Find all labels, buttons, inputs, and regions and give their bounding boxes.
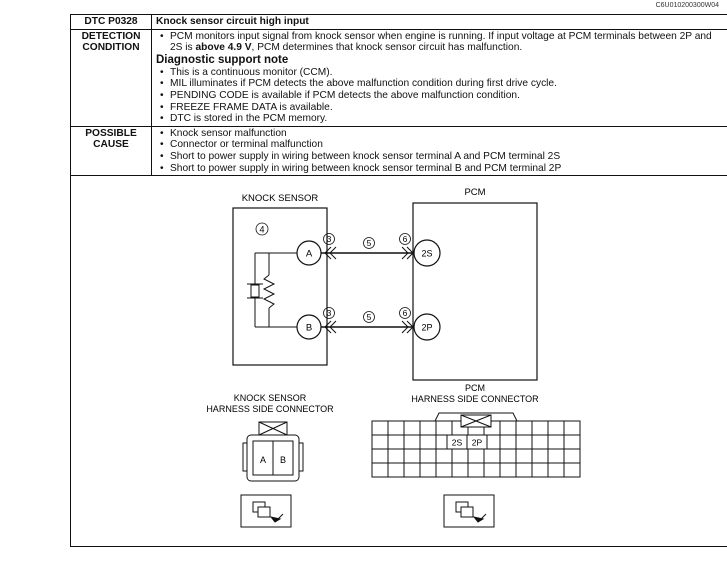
sensor-internal-circuit: [247, 252, 297, 328]
diagram-cell: KNOCK SENSOR 4: [70, 175, 727, 548]
pcm-box: [412, 202, 538, 381]
detection-bullet: PCM monitors input signal from knock sen…: [160, 30, 725, 54]
cause-item: Connector or terminal malfunction: [160, 139, 725, 151]
diagram-row: KNOCK SENSOR 4: [70, 175, 727, 548]
detection-text-2: , PCM determines that knock sensor circu…: [251, 42, 523, 54]
ks-connector-pin-b: B: [280, 455, 286, 465]
dtc-table: DTC P0328 Knock sensor circuit high inpu…: [70, 14, 727, 548]
callout-6-upper: 6: [399, 233, 411, 246]
detection-label: DETECTION CONDITION: [70, 28, 152, 127]
svg-text:3: 3: [327, 234, 332, 244]
detection-list: PCM monitors input signal from knock sen…: [156, 31, 725, 54]
dtc-code: DTC P0328: [70, 14, 152, 30]
support-note-item: FREEZE FRAME DATA is available.: [160, 102, 725, 114]
support-note-item: MIL illuminates if PCM detects the above…: [160, 78, 725, 90]
cause-item: Short to power supply in wiring between …: [160, 163, 725, 175]
support-note-list: This is a continuous monitor (CCM). MIL …: [156, 67, 725, 125]
view-direction-icon: [443, 494, 495, 528]
knock-sensor-label: KNOCK SENSOR: [242, 193, 319, 204]
pcm-connector-label-2: HARNESS SIDE CONNECTOR: [411, 394, 539, 404]
detection-content: PCM monitors input signal from knock sen…: [151, 28, 727, 127]
callout-5-upper: 5: [363, 237, 375, 250]
svg-text:6: 6: [403, 234, 408, 244]
support-note-item: PENDING CODE is available if PCM detects…: [160, 90, 725, 102]
callout-3-upper: 3: [323, 233, 335, 246]
wire-a-to-2s: [321, 246, 414, 260]
svg-text:2P: 2P: [421, 323, 432, 333]
svg-text:5: 5: [367, 312, 372, 322]
pcm-label: PCM: [464, 187, 485, 198]
dtc-header-row: DTC P0328 Knock sensor circuit high inpu…: [70, 14, 727, 30]
pcm-terminal-2p: 2P: [413, 313, 441, 341]
cause-item: Short to power supply in wiring between …: [160, 151, 725, 163]
svg-text:A: A: [306, 249, 313, 260]
knock-sensor-box: [232, 207, 328, 366]
sensor-terminal-a: A: [296, 240, 322, 266]
ks-connector: [242, 421, 304, 482]
cause-label-line2: CAUSE: [93, 139, 129, 151]
ks-connector-label-2: HARNESS SIDE CONNECTOR: [206, 404, 334, 414]
pcm-connector-pin-2s: 2S: [452, 438, 463, 448]
ks-connector-pin-a: A: [260, 455, 266, 465]
callout-4: 4: [255, 222, 269, 236]
svg-text:3: 3: [327, 308, 332, 318]
wiring-diagram: KNOCK SENSOR 4: [206, 187, 581, 528]
sensor-terminal-b: B: [296, 314, 322, 340]
pcm-connector: [371, 412, 581, 478]
callout-5-lower: 5: [363, 311, 375, 324]
support-note-item: This is a continuous monitor (CCM).: [160, 67, 725, 79]
cause-label: POSSIBLE CAUSE: [70, 125, 152, 177]
callout-6-lower: 6: [399, 307, 411, 320]
support-note-title: Diagnostic support note: [156, 53, 289, 66]
detection-text-1: PCM monitors input signal from knock sen…: [170, 30, 712, 54]
cause-item: Knock sensor malfunction: [160, 128, 725, 140]
view-direction-icon: [240, 494, 292, 528]
ks-connector-label-1: KNOCK SENSOR: [234, 393, 307, 403]
svg-text:5: 5: [367, 238, 372, 248]
pcm-terminal-2s: 2S: [413, 239, 441, 267]
svg-text:6: 6: [403, 308, 408, 318]
wire-b-to-2p: [321, 320, 414, 334]
svg-text:4: 4: [259, 225, 264, 235]
svg-text:2S: 2S: [421, 249, 432, 259]
support-note-item: DTC is stored in the PCM memory.: [160, 113, 725, 125]
dtc-title: Knock sensor circuit high input: [151, 14, 727, 30]
detection-row: DETECTION CONDITION PCM monitors input s…: [70, 28, 727, 127]
cause-label-line1: POSSIBLE: [85, 127, 137, 139]
detection-label-line1: DETECTION: [81, 30, 141, 42]
pcm-connector-pin-2p: 2P: [472, 438, 483, 448]
detection-label-line2: CONDITION: [82, 42, 140, 54]
detection-threshold: above 4.9 V: [195, 42, 252, 54]
svg-text:B: B: [306, 323, 312, 334]
callout-3-lower: 3: [323, 307, 335, 320]
cause-row: POSSIBLE CAUSE Knock sensor malfunction …: [70, 125, 727, 177]
pcm-connector-label-1: PCM: [465, 383, 485, 393]
document-code: C6U010200300W04: [655, 2, 719, 9]
cause-content: Knock sensor malfunction Connector or te…: [151, 125, 727, 177]
cause-list: Knock sensor malfunction Connector or te…: [156, 128, 725, 174]
